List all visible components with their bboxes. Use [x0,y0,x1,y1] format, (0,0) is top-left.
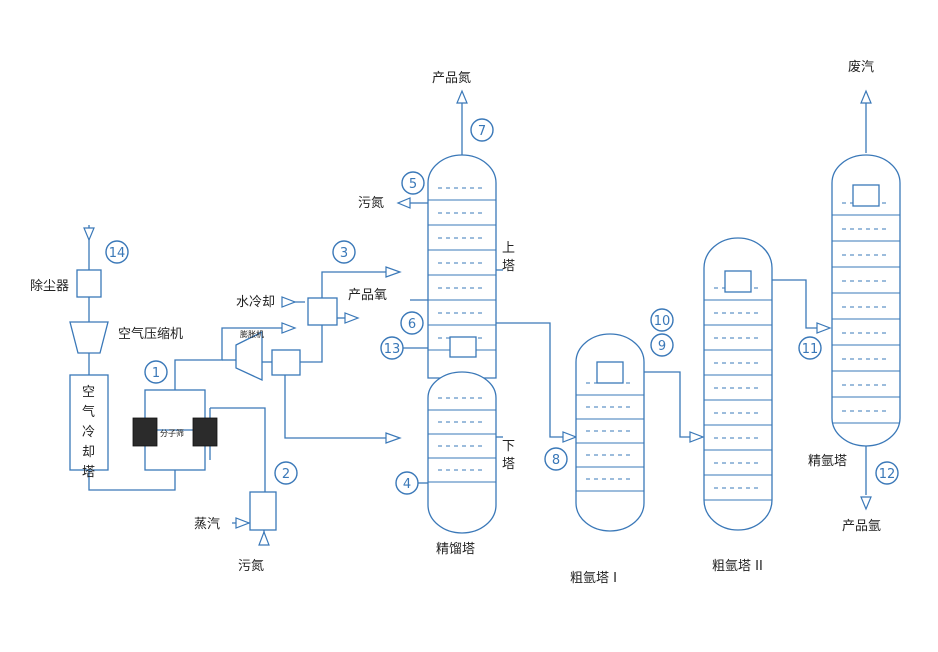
crude-argon-1-condenser [596,361,624,384]
air-compressor [69,321,109,354]
dirty-nitrogen-bottom-label: 污氮 [238,559,264,574]
pipe-lines [88,103,867,545]
rectification-column-label: 精馏塔 [436,542,475,557]
node-1: 1 [144,360,168,384]
pure-argon-column [831,154,901,447]
rectification-column [427,154,497,534]
svg-text:8: 8 [552,453,560,468]
node-13: 13 [380,336,404,360]
upper-column-label: 上塔 [502,241,515,274]
svg-text:3: 3 [340,246,348,261]
waste-gas-label: 废汽 [848,59,874,75]
crude-argon-2-condenser [724,270,752,293]
dirty-nitrogen-top-label: 污氮 [358,196,384,211]
svg-text:1: 1 [152,366,160,381]
diagram-labels: 除尘器 空气压缩机 水冷却 膨胀机 分子筛 蒸汽 污氮 污氮 产品氧 产品氮 精… [30,59,881,586]
node-12: 12 [875,461,899,485]
sieve-bed-left [132,417,158,447]
node-10: 10 [650,308,674,332]
lower-column [427,371,497,534]
pure-argon-column-label: 精氩塔 [808,454,847,469]
svg-text:5: 5 [409,177,417,192]
crude-argon-1-label: 粗氩塔 I [570,571,617,586]
node-7: 7 [470,118,494,142]
crude-argon-column-1 [575,333,645,532]
svg-text:11: 11 [802,342,819,357]
node-6: 6 [400,311,424,335]
product-nitrogen-label: 产品氮 [432,71,471,86]
node-3: 3 [332,240,356,264]
svg-text:2: 2 [282,467,290,482]
upper-column [427,154,497,379]
condenser-box [449,336,477,358]
air-compressor-label: 空气压缩机 [118,326,183,342]
flow-arrows [83,89,872,546]
steam-label: 蒸汽 [194,517,220,532]
svg-text:12: 12 [879,467,896,482]
sieve-bed-right [192,417,218,447]
dust-remover-label: 除尘器 [30,279,69,294]
node-8: 8 [544,447,568,471]
lower-column-label: 下塔 [502,439,515,472]
node-9: 9 [650,333,674,357]
crude-argon-column-2 [703,237,773,531]
air-cooling-tower [69,374,109,471]
svg-text:9: 9 [658,339,666,354]
expander [235,330,263,382]
water-cooling-label: 水冷却 [236,295,275,310]
node-5: 5 [401,171,425,195]
svg-text:6: 6 [408,317,416,332]
pure-argon-condenser [852,184,880,207]
svg-text:7: 7 [478,124,486,139]
molecular-sieve-label: 分子筛 [160,428,184,438]
air-cooling-tower-label: 空气冷却塔 [82,385,95,480]
svg-text:10: 10 [654,314,671,329]
dust-remover [76,269,102,298]
svg-text:14: 14 [109,246,126,261]
svg-text:4: 4 [403,477,411,492]
node-2: 2 [274,461,298,485]
node-markers: 1 2 3 4 5 6 7 8 9 10 11 12 13 14 [105,118,899,495]
crude-argon-2-label: 粗氩塔 II [712,559,763,574]
node-4: 4 [395,471,419,495]
node-14: 14 [105,240,129,264]
expander-label: 膨胀机 [240,329,264,339]
molecular-sieve [132,389,218,471]
heat-exchanger-upper [307,297,338,326]
svg-text:13: 13 [384,342,401,357]
product-oxygen-label: 产品氧 [348,288,387,303]
heat-exchanger-main [271,349,301,376]
product-argon-label: 产品氩 [842,519,881,534]
steam-heater [249,491,277,531]
node-11: 11 [798,336,822,360]
